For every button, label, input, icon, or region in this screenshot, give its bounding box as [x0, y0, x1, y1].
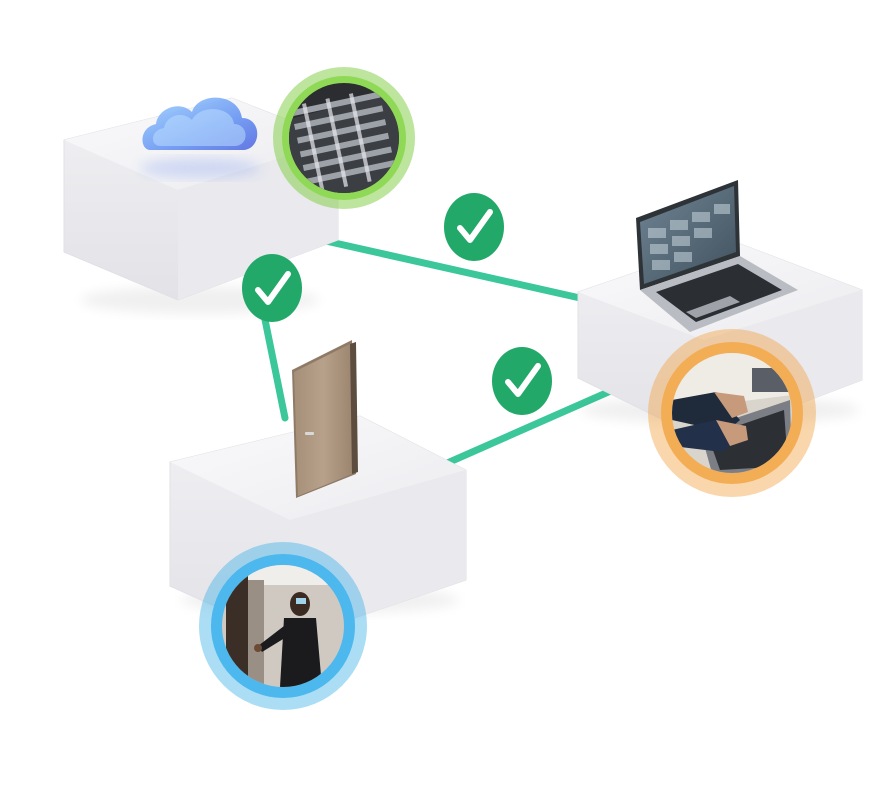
- person-opening-door-photo: [199, 542, 367, 710]
- connector-door-laptop: [432, 374, 644, 472]
- door-icon: [292, 340, 358, 498]
- check-badge-cloud-door: [242, 254, 302, 322]
- typing-on-laptop-photo: [648, 329, 816, 497]
- cloud-block: [63, 97, 339, 314]
- cloud-icon: [140, 97, 260, 178]
- check-badge-door-laptop: [492, 347, 552, 415]
- server-rack-photo: [273, 67, 415, 209]
- check-badge-cloud-laptop: [444, 193, 504, 261]
- laptop-icon: [636, 180, 798, 332]
